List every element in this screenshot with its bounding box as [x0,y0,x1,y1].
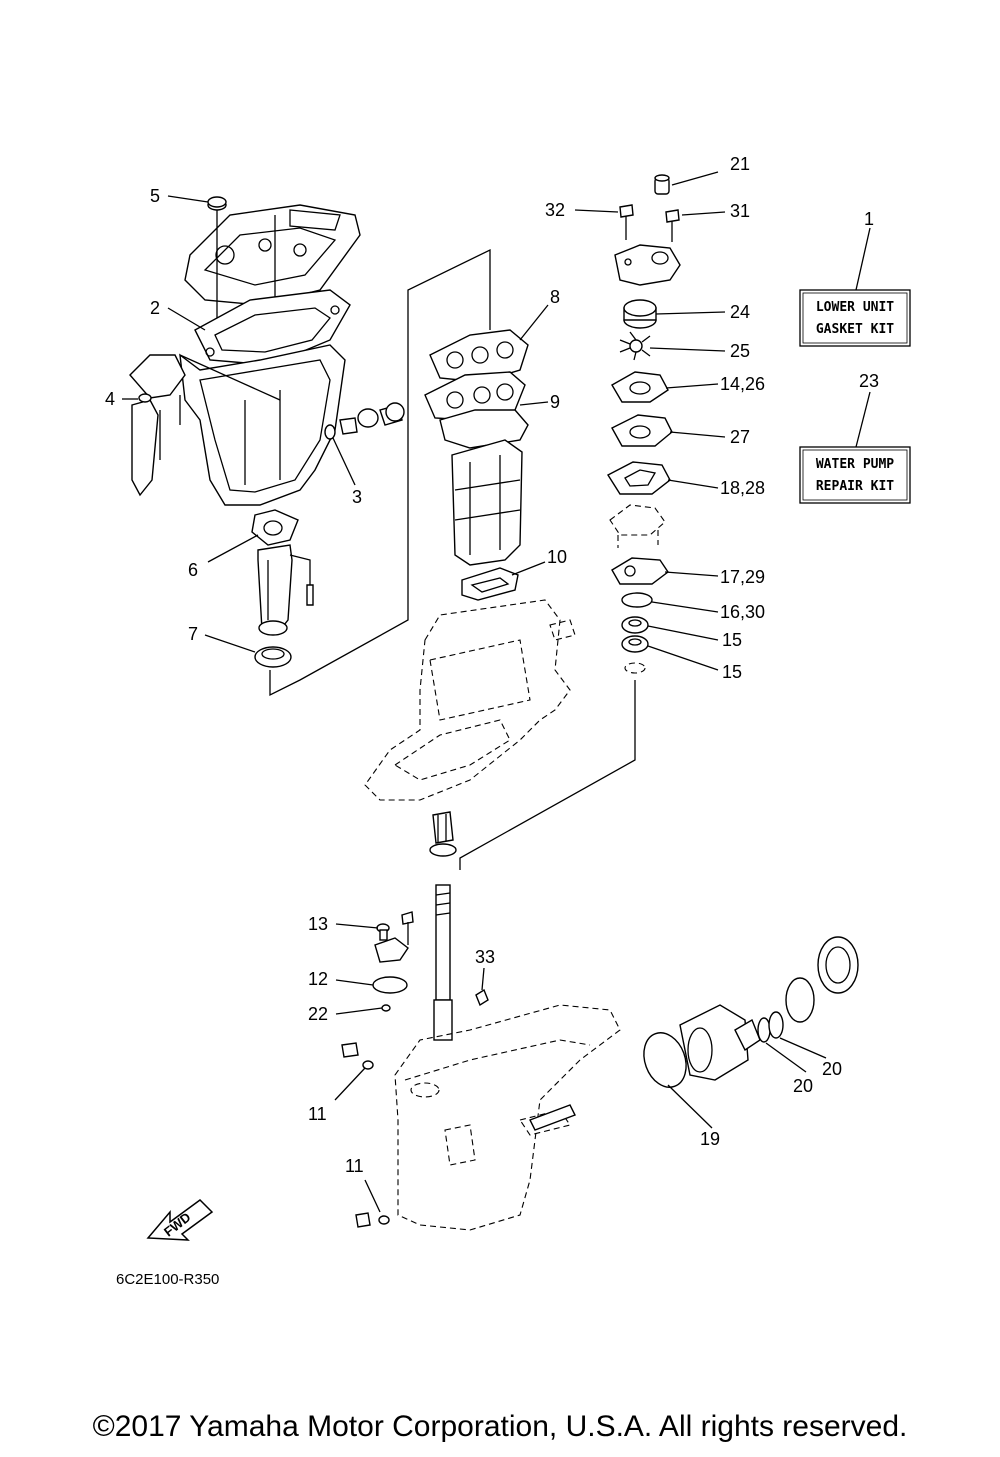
driveshaft-housing [364,599,576,801]
part-15-oil-seal-upper [621,616,649,634]
callout-24: 24 [730,302,750,322]
callout-12: 12 [308,969,328,989]
lower-unit-gasket-kit-line1: LOWER UNIT [816,300,894,315]
part-22-small-o-ring [381,1004,391,1012]
callout-18-28: 18,28 [720,478,765,498]
callout-31: 31 [730,201,750,221]
part-9-gasket [424,371,529,449]
part-8-gasket [429,329,529,383]
callout-2: 2 [150,298,160,318]
callout-22: 22 [308,1004,328,1024]
upper-casing-body [179,344,346,506]
part-13-shift-group [374,911,414,963]
callout-16-30: 16,30 [720,602,765,622]
drive-shaft [433,884,453,1041]
leader-lines [122,171,871,1213]
water-pump-repair-kit-line2: REPAIR KIT [816,479,894,494]
callout-4: 4 [105,389,115,409]
claw-washer [785,977,815,1023]
callout-10: 10 [547,547,567,567]
part-14-26-gasket [611,371,669,403]
callout-8: 8 [550,287,560,307]
part-25-impeller [619,331,651,361]
fwd-arrow-icon: FWD [146,1199,214,1241]
callout-17-29: 17,29 [720,567,765,587]
callout-19: 19 [700,1129,720,1149]
part-7-rubber-seal [254,646,292,668]
part-21-collar [654,174,670,195]
callout-3: 3 [352,487,362,507]
copyright-notice: ©2017 Yamaha Motor Corporation, U.S.A. A… [92,1410,908,1443]
part-19-o-ring [643,1032,687,1088]
part-27-outer-plate [611,414,673,447]
callout-14-26: 14,26 [720,374,765,394]
water-pump-repair-kit-line1: WATER PUMP [816,457,894,472]
part-6-exhaust-gasket [251,509,314,636]
lower-unit-gasket-kit-box: LOWER UNIT GASKET KIT [799,289,911,347]
callout-32: 32 [545,200,565,220]
callout-11-upper: 11 [308,1104,327,1124]
callout-1: 1 [864,209,874,229]
part-12-o-ring [372,976,408,994]
part-24-insert-cartridge [623,299,657,329]
part-11-drain-plug-lower [355,1212,390,1228]
part-17-29-gasket [611,557,669,585]
water-pump-repair-kit-box: WATER PUMP REPAIR KIT [799,446,911,504]
part-3-fittings [324,402,405,440]
callout-21: 21 [730,154,750,174]
callout-5: 5 [150,186,160,206]
part-31-bolt [665,209,680,242]
propeller-shaft-housing [679,1004,761,1081]
water-pump-base [609,504,666,548]
circlip [624,662,646,674]
callout-13: 13 [308,914,328,934]
callout-33: 33 [475,947,495,967]
exhaust-muffler [451,439,523,566]
callout-20-right: 20 [822,1059,842,1079]
part-5-oil-seal [207,196,227,211]
callout-15-upper: 15 [722,630,742,650]
callout-9: 9 [550,392,560,412]
ring-nut [817,936,859,994]
water-pump-housing [614,244,681,286]
callout-7: 7 [188,624,198,644]
part-20-oil-seal-inner [757,1017,771,1043]
callout-6: 6 [188,560,198,580]
part-4-shift-bracket [129,354,186,497]
callout-27: 27 [730,427,750,447]
part-11-drain-plug-upper [341,1042,374,1070]
part-15-oil-seal-lower [621,635,649,653]
assembly-line-left [269,248,491,697]
part-20-oil-seal-outer [768,1011,784,1039]
callout-25: 25 [730,341,750,361]
propeller-shaft [529,1104,576,1131]
part-18-28-gasket [607,461,671,495]
diagram-code: 6C2E100-R350 [116,1271,219,1288]
part-32-bolt [619,204,634,240]
lower-casing [394,1004,621,1231]
drive-pinion-gear [429,811,457,857]
callout-15-lower: 15 [722,662,742,682]
lower-unit-gasket-kit-line2: GASKET KIT [816,322,894,337]
assembly-line-right [459,680,636,870]
part-16-30-o-ring [621,592,653,608]
callout-23: 23 [859,371,879,391]
part-2-gasket [194,289,351,366]
callout-20-left: 20 [793,1076,813,1096]
callout-11-lower: 11 [345,1156,364,1176]
part-10-seal [461,567,519,601]
part-33-key [475,988,489,1007]
